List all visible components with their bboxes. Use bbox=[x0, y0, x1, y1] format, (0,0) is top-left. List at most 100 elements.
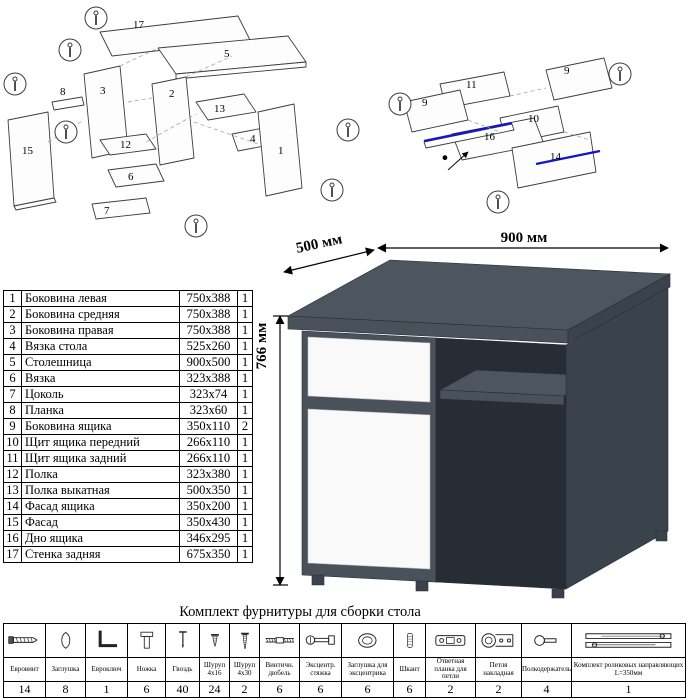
part-label: 11 bbox=[466, 79, 477, 91]
hardware-item-qty: 2 bbox=[495, 682, 502, 696]
dimension-height: 766 мм bbox=[254, 323, 270, 370]
screw-callout bbox=[388, 92, 412, 116]
part-number: 4 bbox=[3, 338, 22, 355]
dimension-width: 900 мм bbox=[501, 230, 548, 246]
hardware-item-name: Ответная планка для петли bbox=[426, 657, 475, 682]
hardware-item-name: Евроключ bbox=[86, 658, 127, 682]
keyboard-tray-front bbox=[439, 389, 565, 406]
screw-callout bbox=[58, 38, 82, 62]
panel-facade-door bbox=[7, 111, 55, 207]
hardware-item-name: Эксцентр. стяжка bbox=[300, 658, 341, 682]
hardware-item-qty: 4 bbox=[543, 682, 550, 696]
part-name: Полка выкатная bbox=[21, 482, 180, 499]
part-size: 500x350 bbox=[179, 482, 238, 499]
part-name: Вязка стола bbox=[21, 338, 180, 355]
part-name: Боковина средняя bbox=[21, 306, 180, 323]
part-qty: 1 bbox=[237, 466, 253, 483]
screw-callout bbox=[608, 62, 632, 86]
hardware-item-qty: 6 bbox=[364, 682, 371, 696]
parts-table: 1 Боковина левая 750x388 1 2 Боковина ср… bbox=[3, 290, 253, 563]
part-size: 350x430 bbox=[179, 514, 238, 531]
part-labels-main: 17 5 3 2 15 13 12 6 7 4 1 8 bbox=[22, 19, 284, 217]
part-name: Боковина правая bbox=[21, 322, 180, 339]
screw-callouts-drawer bbox=[388, 62, 632, 214]
hardware-item: Евровинт 14 bbox=[4, 624, 46, 697]
part-name: Фасад ящика bbox=[21, 498, 180, 515]
confirmat-screw-icon bbox=[4, 624, 45, 658]
hardware-item: Шуруп 4x30 2 bbox=[230, 624, 260, 697]
hardware-item: Эксцентр. стяжка 6 bbox=[300, 624, 342, 697]
part-qty: 1 bbox=[237, 546, 253, 563]
part-number: 17 bbox=[3, 546, 22, 563]
table-row: 9 Боковина ящика 350x110 2 bbox=[3, 418, 253, 435]
part-number: 15 bbox=[3, 514, 22, 531]
hardware-item: Ножка 6 bbox=[128, 624, 166, 697]
hardware-item-name: Заглушка для эксцентрика bbox=[342, 658, 393, 682]
hardware-item-name: Комплект роликовых направляющих L=350мм bbox=[572, 658, 685, 682]
table-row: 16 Дно ящика 346x295 1 bbox=[3, 530, 253, 547]
table-row: 10 Щит ящика передний 266x110 1 bbox=[3, 434, 253, 451]
part-qty: 1 bbox=[237, 306, 253, 323]
panel-strip bbox=[51, 96, 85, 111]
part-size: 323x380 bbox=[179, 466, 238, 483]
screw-callout bbox=[3, 72, 27, 96]
drawer-side-left bbox=[403, 89, 469, 133]
table-row: 4 Вязка стола 525x260 1 bbox=[3, 338, 253, 355]
part-qty: 1 bbox=[237, 482, 253, 499]
table-row: 15 Фасад 350x430 1 bbox=[3, 514, 253, 531]
part-size: 323x60 bbox=[179, 402, 238, 419]
screw-callout bbox=[320, 178, 344, 202]
exploded-view-main: 17 5 3 2 15 13 12 6 7 4 1 8 bbox=[3, 6, 360, 238]
table-row: 8 Планка 323x60 1 bbox=[3, 402, 253, 419]
part-label: 3 bbox=[100, 85, 106, 97]
panel-plinth bbox=[91, 197, 151, 220]
hardware-item-qty: 6 bbox=[276, 682, 283, 696]
part-label: 9 bbox=[564, 65, 570, 77]
hardware-item-name: Полкодержатель bbox=[522, 658, 571, 682]
cam-bolt-icon bbox=[300, 624, 341, 658]
screw-callout bbox=[336, 118, 360, 142]
hardware-item-qty: 6 bbox=[317, 682, 324, 696]
hardware-item-name: Гвоздь bbox=[166, 658, 199, 682]
part-label: 17 bbox=[133, 19, 145, 31]
part-size: 346x295 bbox=[179, 530, 238, 547]
hinge-plate-icon bbox=[426, 624, 475, 658]
drawer-side-right bbox=[545, 57, 613, 101]
part-name: Вязка bbox=[21, 370, 180, 387]
table-row: 1 Боковина левая 750x388 1 bbox=[3, 290, 253, 307]
table-row: 5 Столешница 900x500 1 bbox=[3, 354, 253, 371]
part-qty: 1 bbox=[237, 322, 253, 339]
part-size: 350x110 bbox=[179, 418, 238, 435]
desk-illustration: 900 мм 500 мм 766 мм bbox=[254, 230, 672, 599]
panel-rail bbox=[107, 163, 165, 188]
hardware-item-qty: 1 bbox=[103, 682, 110, 696]
hardware-item: Заглушка 8 bbox=[46, 624, 86, 697]
hardware-item: Евроключ 1 bbox=[86, 624, 128, 697]
part-name: Щит ящика передний bbox=[21, 434, 180, 451]
hardware-item-qty: 14 bbox=[18, 682, 31, 696]
plug-icon bbox=[46, 624, 85, 658]
part-size: 266x110 bbox=[179, 450, 238, 467]
part-label: 8 bbox=[60, 86, 66, 98]
panel-tabletop-edge bbox=[175, 61, 307, 80]
part-number: 5 bbox=[3, 354, 22, 371]
part-label: 1 bbox=[278, 145, 284, 157]
shelf-support-icon bbox=[522, 624, 571, 658]
part-qty: 1 bbox=[237, 370, 253, 387]
exploded-panels-main bbox=[7, 15, 307, 220]
part-name: Боковина левая bbox=[21, 290, 180, 307]
screw-callout bbox=[486, 190, 510, 214]
part-label: 4 bbox=[250, 133, 256, 145]
hardware-item-qty: 6 bbox=[143, 682, 150, 696]
part-label: 7 bbox=[104, 205, 110, 217]
part-label: 6 bbox=[128, 171, 134, 183]
part-number: 10 bbox=[3, 434, 22, 451]
part-number: 16 bbox=[3, 530, 22, 547]
hardware-item: Винтичн. дюбель 6 bbox=[260, 624, 300, 697]
part-size: 525x260 bbox=[179, 338, 238, 355]
part-size: 900x500 bbox=[179, 354, 238, 371]
part-number: 12 bbox=[3, 466, 22, 483]
hardware-item: Петля накладная 2 bbox=[476, 624, 522, 697]
part-name: Боковина ящика bbox=[21, 418, 180, 435]
part-name: Столешница bbox=[21, 354, 180, 371]
